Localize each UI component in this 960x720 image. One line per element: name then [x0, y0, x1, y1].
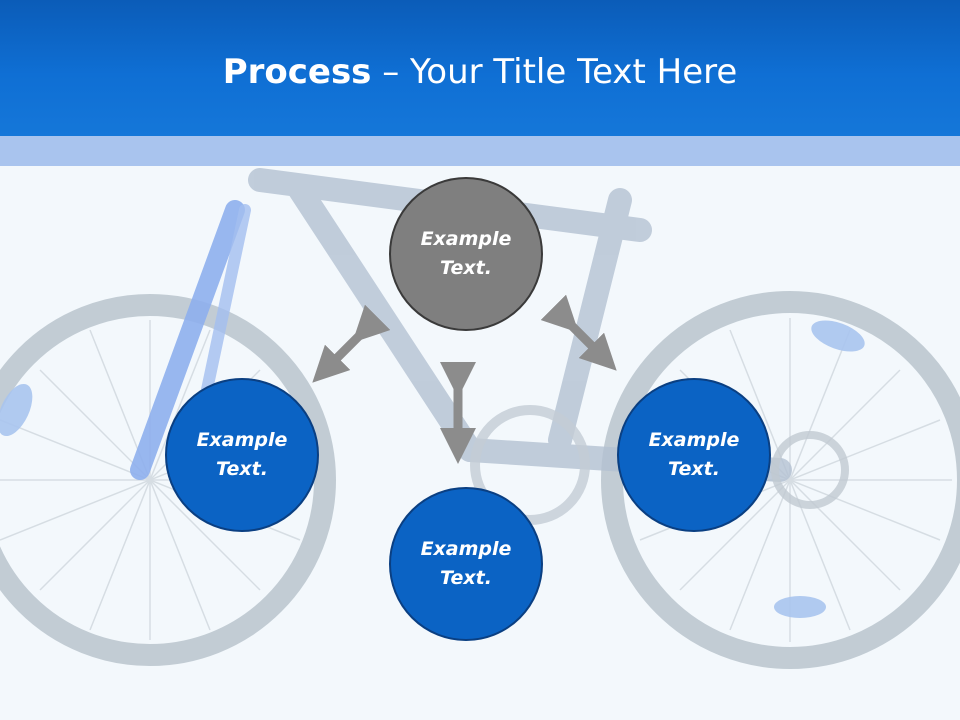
process-node-top-line2: Text. [440, 257, 492, 279]
slide-title-bold: Process [222, 52, 372, 92]
process-node-bottom-line1: Example [420, 538, 512, 560]
process-node-top: Example Text. [389, 177, 543, 331]
arrow-top-left [312, 304, 391, 383]
slide-title-rest: – Your Title Text Here [371, 52, 738, 92]
slide-title: Process – Your Title Text Here [0, 52, 960, 92]
process-node-bottom: Example Text. [389, 487, 543, 641]
header-accent-band [0, 136, 960, 166]
process-node-top-line1: Example [420, 228, 512, 250]
front-wheel-tire [0, 294, 336, 666]
process-node-bottom-line2: Text. [440, 567, 492, 589]
rear-wheel-tire [601, 291, 960, 669]
arrow-top-right [540, 294, 617, 371]
process-node-right-line1: Example [648, 429, 740, 451]
process-node-left: Example Text. [165, 378, 319, 532]
process-node-right: Example Text. [617, 378, 771, 532]
header-bar [0, 0, 960, 136]
process-node-left-line1: Example [196, 429, 288, 451]
process-node-left-line2: Text. [216, 458, 268, 480]
process-node-right-line2: Text. [668, 458, 720, 480]
